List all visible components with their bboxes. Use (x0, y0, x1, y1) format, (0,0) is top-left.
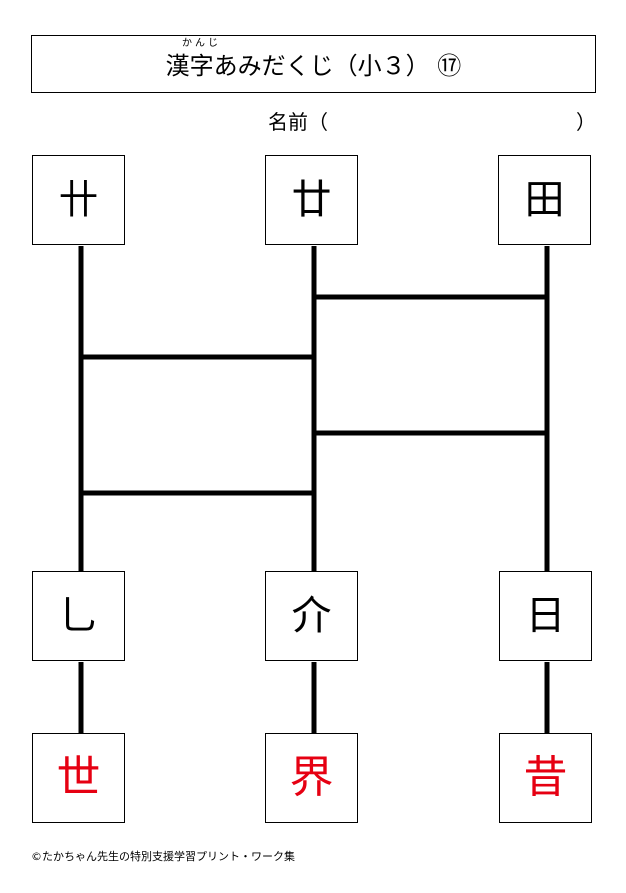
top-part-left: 卄 (58, 177, 99, 223)
bottom-box-left: 乚 (32, 571, 125, 661)
bottom-part-left: 乚 (58, 593, 99, 639)
title-ruby: かんじ (182, 38, 221, 49)
bottom-box-right: 日 (499, 571, 592, 661)
bottom-part-right: 日 (525, 593, 566, 639)
page-title: 漢字あみだくじ（小３） ⑰ (165, 52, 462, 80)
answer-right: 昔 (523, 752, 568, 803)
copyright-footer: ©たかちゃん先生の特別支援学習プリント・ワーク集 (31, 850, 295, 863)
name-label: 名前（ (268, 110, 328, 134)
top-part-middle: 廿 (291, 177, 332, 223)
answer-middle: 界 (289, 752, 334, 803)
answer-box-right: 昔 (499, 733, 592, 823)
top-box-left: 卄 (32, 155, 125, 245)
bottom-box-middle: 介 (265, 571, 358, 661)
answer-left: 世 (56, 752, 101, 803)
top-box-middle: 廿 (265, 155, 358, 245)
name-close-paren[interactable]: ） (576, 110, 596, 134)
answer-box-left: 世 (32, 733, 125, 823)
title-box: かんじ 漢字あみだくじ（小３） ⑰ (31, 35, 596, 93)
top-box-right: 田 (498, 155, 591, 245)
top-part-right: 田 (524, 177, 565, 223)
answer-box-middle: 界 (265, 733, 358, 823)
bottom-part-middle: 介 (291, 593, 332, 639)
